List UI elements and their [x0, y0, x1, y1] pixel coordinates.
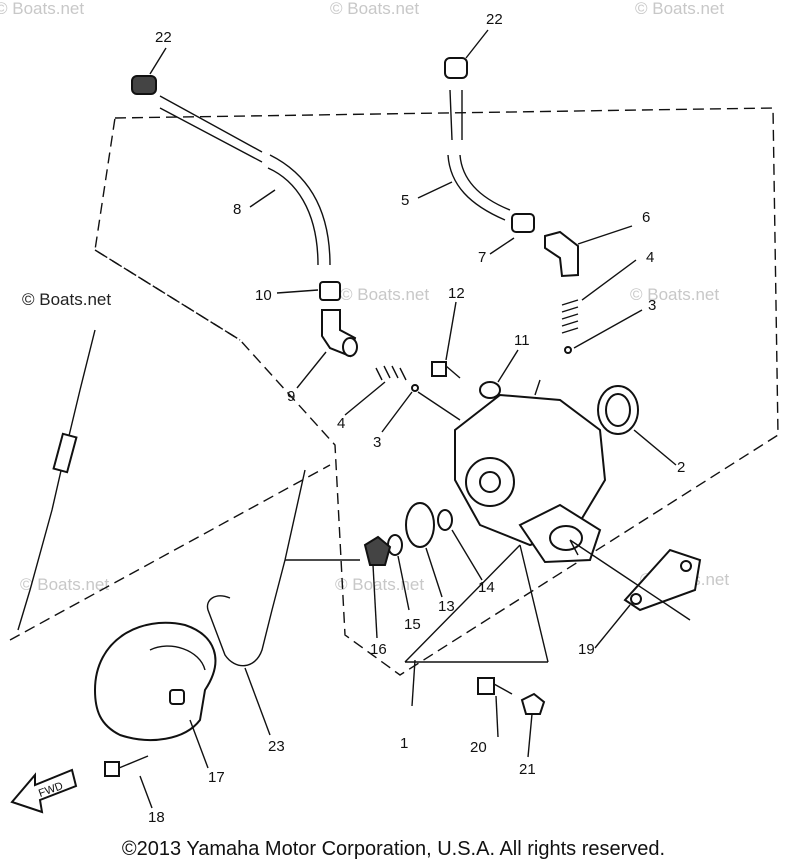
- callout-21: 21: [519, 761, 536, 778]
- svg-text:© Boats.net: © Boats.net: [340, 285, 429, 304]
- callout-10: 10: [255, 287, 272, 304]
- nut-16: [363, 535, 392, 566]
- washer-14: [437, 509, 453, 531]
- callout-4-left: 4: [337, 415, 345, 432]
- spring-4-left: [375, 365, 407, 381]
- bolt-20: [477, 677, 495, 695]
- cap-22-left: [131, 75, 157, 95]
- watermark: © Boats.net: [22, 290, 111, 309]
- pump-body-1: [454, 379, 607, 564]
- bolt-20-shank: [493, 683, 513, 695]
- callout-3-right: 3: [648, 297, 656, 314]
- callout-labels: 22 22 8 5 6 7 4 3 10 12 11 9 4 3 2 14 13…: [148, 11, 685, 826]
- svg-text:© Boats.net: © Boats.net: [20, 575, 109, 594]
- ball-3-left: [411, 384, 419, 392]
- callout-22-left: 22: [155, 29, 172, 46]
- cable-adjuster: [52, 432, 78, 474]
- screw-18: [104, 761, 120, 777]
- svg-text:© Boats.net: © Boats.net: [630, 285, 719, 304]
- hose-5: [447, 89, 511, 221]
- clamp-10: [319, 281, 341, 301]
- clamp-7: [511, 213, 535, 233]
- cable-23: [206, 469, 306, 667]
- callout-8: 8: [233, 201, 241, 218]
- svg-text:© Boats.net: © Boats.net: [635, 0, 724, 18]
- screw-18-shank: [118, 755, 149, 769]
- copyright-notice: ©2013 Yamaha Motor Corporation, U.S.A. A…: [121, 838, 666, 860]
- cable-outline: [9, 249, 331, 641]
- screw-12: [431, 361, 447, 377]
- callout-4-right: 4: [646, 249, 654, 266]
- callout-7: 7: [478, 249, 486, 266]
- spring-4-right: [561, 299, 579, 334]
- callout-6: 6: [642, 209, 650, 226]
- leader-lines: [139, 29, 691, 809]
- ball-3-right: [564, 346, 572, 354]
- nut-21: [520, 692, 546, 715]
- seal-2-inner: [605, 393, 631, 427]
- callout-3-left: 3: [373, 434, 381, 451]
- callout-22-right: 22: [486, 11, 503, 28]
- elbow-9-end: [342, 337, 358, 357]
- fitting-6: [544, 230, 579, 278]
- callout-17: 17: [208, 769, 225, 786]
- svg-text:© Boats.net: © Boats.net: [335, 575, 424, 594]
- callout-12: 12: [448, 285, 465, 302]
- callout-13: 13: [438, 598, 455, 615]
- diaphragm-13: [405, 502, 435, 548]
- callout-19: 19: [578, 641, 595, 658]
- callout-15: 15: [404, 616, 421, 633]
- callout-20: 20: [470, 739, 487, 756]
- callout-18: 18: [148, 809, 165, 826]
- fwd-arrow-icon: FWD: [10, 768, 78, 814]
- screw-12-shank: [445, 365, 461, 379]
- callout-5: 5: [401, 192, 409, 209]
- callout-1: 1: [400, 735, 408, 752]
- cover-17: [93, 621, 217, 741]
- callout-16: 16: [370, 641, 387, 658]
- washer-15: [387, 534, 403, 556]
- callout-2: 2: [677, 459, 685, 476]
- callout-23: 23: [268, 738, 285, 755]
- callout-14: 14: [478, 579, 495, 596]
- svg-text:© Boats.net: © Boats.net: [0, 0, 84, 18]
- cap-22-right: [444, 57, 468, 79]
- throttle-cable: [17, 329, 96, 631]
- hose-8: [159, 95, 331, 266]
- svg-text:© Boats.net: © Boats.net: [330, 0, 419, 18]
- callout-11: 11: [514, 332, 530, 349]
- washer-11: [479, 381, 501, 399]
- callout-9: 9: [287, 388, 295, 405]
